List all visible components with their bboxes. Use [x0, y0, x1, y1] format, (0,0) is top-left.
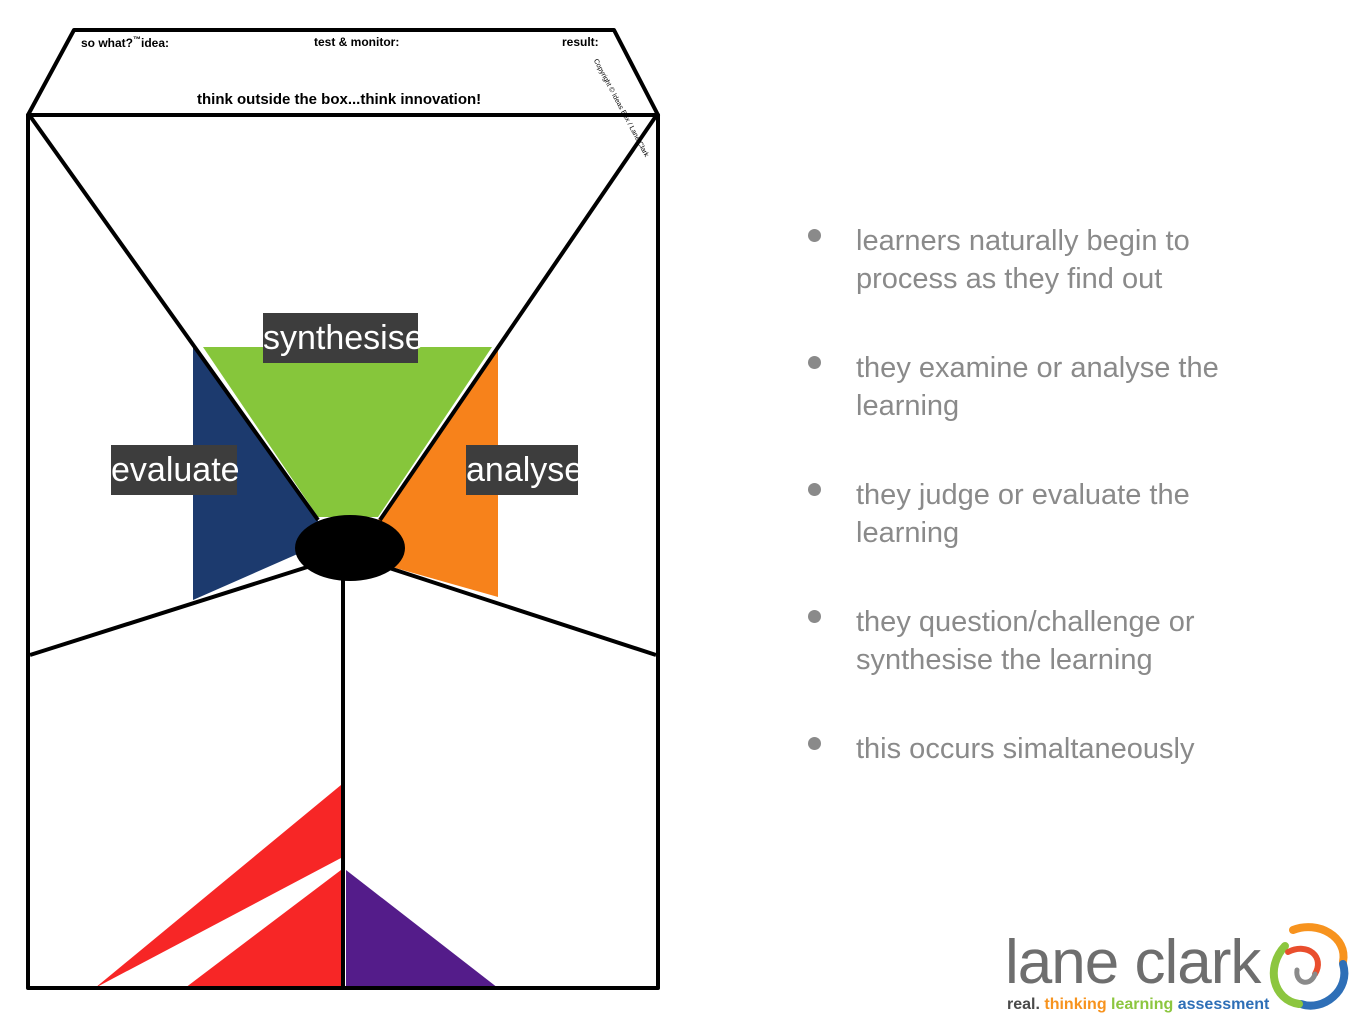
header-tagline: think outside the box...think innovation… — [197, 91, 482, 108]
funnel-right-line — [378, 114, 658, 522]
bottom-left-red-region — [95, 785, 341, 988]
bottom-left-red-region-2 — [185, 870, 341, 988]
logo-wordmark: lane clark — [1005, 928, 1261, 997]
divider-right-line — [379, 563, 657, 657]
evaluate-label: evaluate — [111, 445, 240, 495]
synthesise-label: synthesise — [263, 313, 424, 363]
analyse-label: analyse — [466, 445, 583, 495]
bullet-item: they judge or evaluate the learning — [806, 476, 1276, 552]
divider-left-line — [29, 561, 321, 657]
bullet-item: this occurs simaltaneously — [806, 730, 1276, 768]
bullet-item: learners naturally begin to process as t… — [806, 222, 1276, 298]
bullet-item: they question/challenge or synthesise th… — [806, 603, 1276, 679]
center-hub — [295, 515, 405, 581]
header-result-label: result: — [562, 35, 599, 49]
lane-clark-logo: lane clark real. thinking learning asses… — [1005, 922, 1360, 1022]
synthesise-region — [203, 347, 492, 517]
analyse-region — [378, 348, 498, 597]
header-test-monitor-label: test & monitor: — [314, 35, 400, 49]
thinking-box-diagram — [26, 28, 660, 990]
header-idea-label: so what?™idea: — [81, 35, 170, 50]
evaluate-region — [193, 345, 318, 600]
bullet-item: they examine or analyse the learning — [806, 349, 1276, 425]
trefoil-logo-icon — [1269, 923, 1349, 1010]
red-divider — [177, 859, 344, 986]
bullet-list: learners naturally begin to process as t… — [806, 222, 1276, 819]
logo-tagline: real. thinking learning assessment — [1007, 996, 1270, 1013]
bottom-right-purple-region — [346, 870, 498, 988]
funnel-left-line — [28, 114, 320, 522]
